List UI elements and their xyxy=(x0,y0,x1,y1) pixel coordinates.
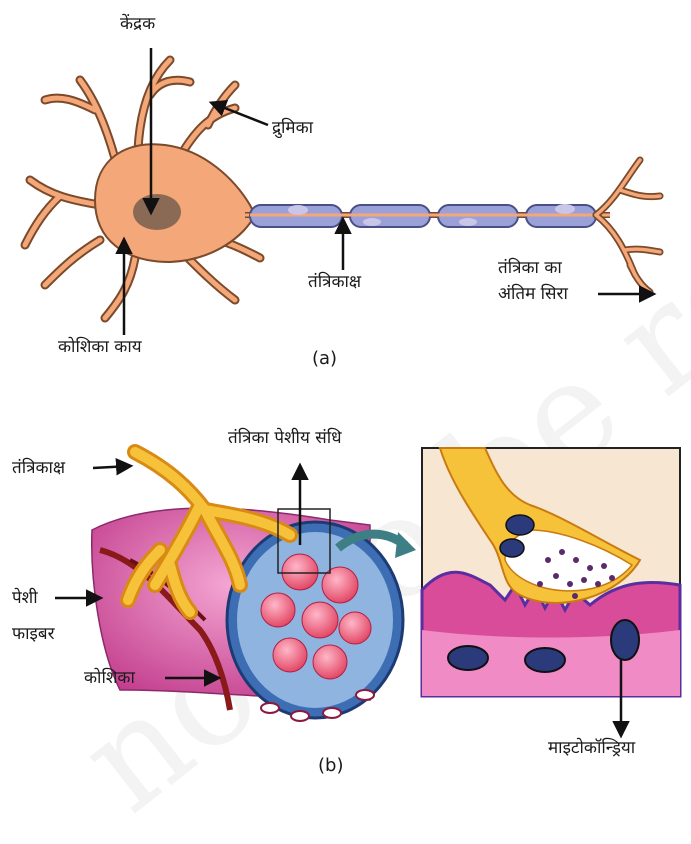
caption-b: (b) xyxy=(318,755,343,776)
inset-view xyxy=(422,448,680,696)
neuromuscular-junction xyxy=(55,448,680,735)
caption-a: (a) xyxy=(312,348,337,369)
label-cell-body: कोशिका काय xyxy=(58,337,142,357)
diagram-svg xyxy=(0,0,691,782)
label-axon-b: तंत्रिकाक्ष xyxy=(12,458,65,478)
label-muscle-fiber-line1: पेशी xyxy=(12,588,38,608)
nucleus-shape xyxy=(133,194,181,230)
label-cell: कोशिका xyxy=(84,668,135,688)
label-neuromuscular-junction: तंत्रिका पेशीय संधि xyxy=(228,428,342,448)
neuron-diagram: not to be republished xyxy=(0,0,691,782)
label-nucleus: केंद्रक xyxy=(120,14,155,34)
label-muscle-fiber-line2: फाइबर xyxy=(12,624,55,644)
label-nerve-ending-line1: तंत्रिका का xyxy=(498,258,562,278)
label-nerve-ending-line2: अंतिम सिरा xyxy=(498,284,568,304)
label-mitochondria: माइटोकॉन्ड्रिया xyxy=(548,738,635,758)
label-dendrite: द्रुमिका xyxy=(272,118,313,138)
label-axon-a: तंत्रिकाक्ष xyxy=(308,272,361,292)
